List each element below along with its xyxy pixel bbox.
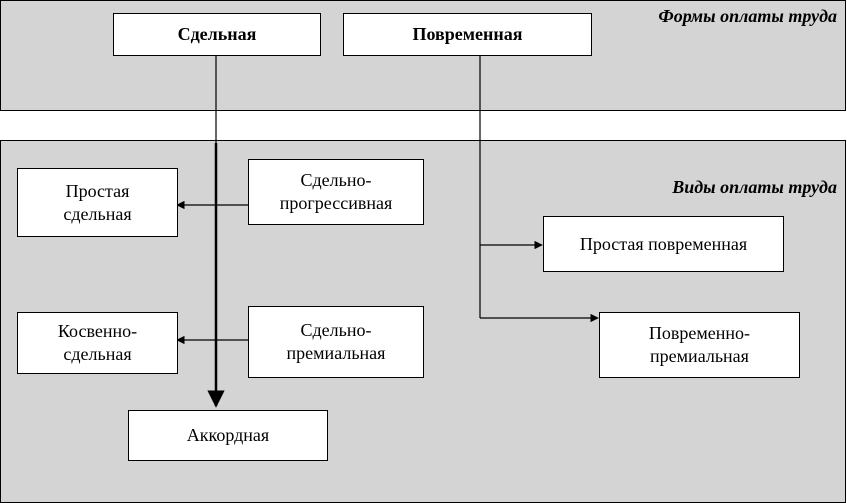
simple-time-label: Простая повременная (579, 233, 748, 254)
piece-bonus-box: Сдельно- премиальная (248, 306, 424, 378)
piece-rate-box: Сдельная (113, 13, 321, 56)
piece-progressive-label: Сдельно- прогрессивная (279, 170, 393, 213)
simple-piece-label: Простая сдельная (63, 180, 132, 224)
piece-rate-label: Сдельная (177, 24, 257, 44)
time-bonus-box: Повременно- премиальная (599, 312, 800, 378)
lump-sum-box: Аккордная (128, 410, 328, 461)
indirect-piece-label: Косвенно- сдельная (57, 321, 138, 364)
time-rate-label: Повременная (412, 24, 523, 44)
piece-bonus-label: Сдельно- премиальная (286, 320, 386, 363)
types-panel-title: Виды оплаты труда (672, 177, 837, 197)
simple-time-box: Простая повременная (543, 216, 784, 272)
forms-panel-title: Формы оплаты труда (658, 6, 837, 26)
time-rate-box: Повременная (343, 13, 592, 56)
indirect-piece-box: Косвенно- сдельная (17, 312, 178, 374)
piece-progressive-box: Сдельно- прогрессивная (248, 159, 424, 225)
simple-piece-box: Простая сдельная (17, 168, 178, 237)
lump-sum-label: Аккордная (186, 425, 270, 445)
time-bonus-label: Повременно- премиальная (648, 323, 751, 366)
